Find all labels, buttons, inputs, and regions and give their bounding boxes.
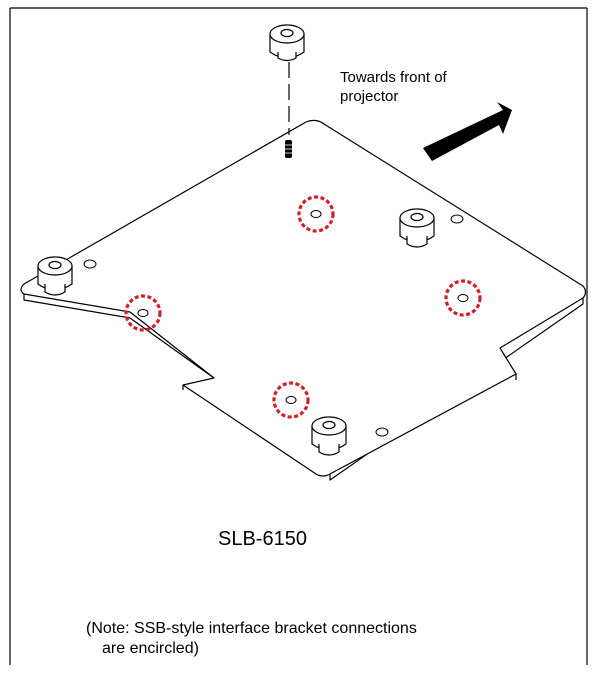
connection-circle [444, 279, 482, 317]
connection-circle [297, 195, 335, 233]
front-direction-label-line1: Towards front of [340, 69, 447, 86]
foot-bottom [311, 416, 347, 456]
front-direction-label: Towards front of projector [340, 68, 540, 106]
front-direction-label-line2: projector [340, 88, 399, 105]
encircled-connections [124, 195, 482, 419]
connection-circle [272, 381, 310, 419]
connection-circle [124, 294, 162, 332]
assembly-line [285, 62, 292, 158]
note-line1: (Note: SSB-style interface bracket conne… [86, 620, 417, 637]
plate-holes [83, 210, 469, 437]
standoff-feet [37, 24, 435, 456]
model-label: SLB-6150 [218, 528, 307, 550]
figure-border [9, 7, 588, 665]
front-direction-arrow-icon [423, 102, 512, 161]
foot-middle [399, 208, 435, 248]
foot-exploded [269, 24, 305, 62]
foot-left [37, 256, 73, 296]
note-text: (Note: SSB-style interface bracket conne… [86, 619, 586, 659]
note-line2: are encircled) [102, 640, 199, 657]
mounting-plate [20, 119, 587, 481]
